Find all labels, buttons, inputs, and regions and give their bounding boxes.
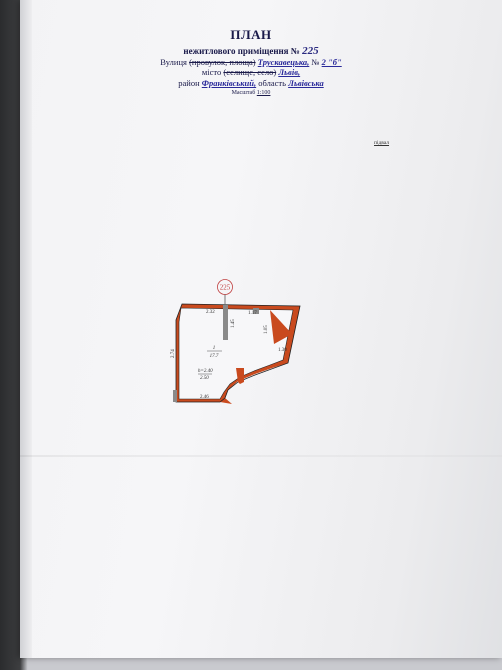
city-label: місто <box>201 67 222 77</box>
dim-bottom: 2.46 <box>200 395 209 400</box>
scale-label: Масштаб <box>231 90 256 96</box>
street-label: Вулиця <box>160 57 187 67</box>
level-label: підвал <box>374 140 390 146</box>
street-line: Вулиця (провулок, площа) Трускавецька, №… <box>0 57 502 67</box>
street-struck: (провулок, площа) <box>189 57 256 67</box>
dim-alcove: 1.05 <box>264 325 269 334</box>
unit-marker: 225 <box>217 279 233 304</box>
premises-number: 225 <box>302 45 319 57</box>
street-name: Трускавецька, <box>257 57 310 67</box>
alcove-wall <box>270 310 292 344</box>
city-struck: (селище, село) <box>223 67 277 77</box>
room-height-sub: 2.50 <box>200 376 209 381</box>
floor-plan: 225 2.32 1.17 1.45 1.05 1.30 2.74 2.46 1… <box>171 279 301 404</box>
room-number: 1 <box>213 346 216 351</box>
house-number: 2 "б" <box>321 57 342 67</box>
district-name: Франківський, <box>201 78 257 88</box>
premises-label: нежитлового приміщення № <box>183 46 300 56</box>
region-label: область <box>258 78 287 88</box>
district-label: район <box>178 78 200 88</box>
document-title: ПЛАН <box>230 27 272 42</box>
partition-bottom <box>236 368 244 384</box>
premises-line: нежитлового приміщення № 225 <box>0 45 502 57</box>
house-label: № <box>311 57 320 67</box>
dim-right: 1.30 <box>278 348 287 353</box>
binding-edge <box>20 0 32 658</box>
room-height: h=2.40 <box>198 369 213 374</box>
partition-top <box>223 305 228 340</box>
corner-block <box>253 308 259 314</box>
region-name: Львівська <box>288 78 324 88</box>
city-line: місто (селище, село) Львів, <box>0 67 502 77</box>
room-outline <box>178 307 294 400</box>
plan-outline <box>175 303 301 403</box>
paper-fold <box>20 455 502 457</box>
room-area: 17.7 <box>210 354 219 359</box>
scale-value: 1:100 <box>256 90 271 96</box>
dim-top-right: 1.17 <box>248 311 257 316</box>
city-name: Львів, <box>278 67 301 77</box>
dim-top-left: 2.32 <box>206 310 215 315</box>
dim-pillar: 1.45 <box>231 319 236 328</box>
district-line: район Франківський, область Львівська <box>0 78 502 88</box>
scale-line: Масштаб 1:100 <box>0 90 502 96</box>
left-column <box>173 390 177 402</box>
dim-left: 2.74 <box>171 349 176 358</box>
unit-marker-label: 225 <box>220 284 231 292</box>
